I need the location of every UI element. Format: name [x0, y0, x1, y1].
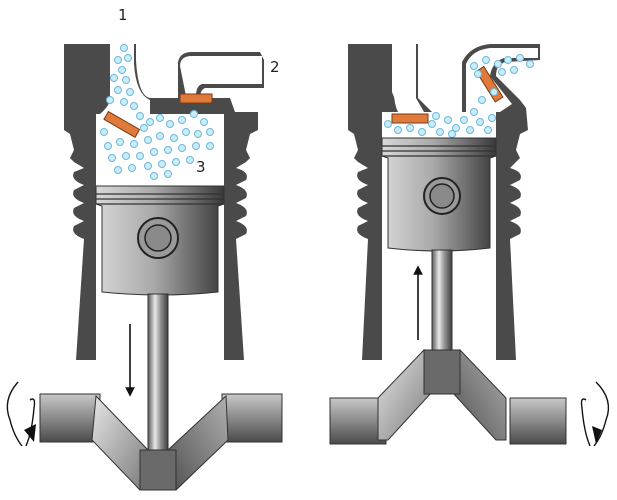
right-piston: [381, 137, 497, 252]
right-gas-bubbles: [384, 54, 534, 138]
label-3: 3: [196, 158, 206, 176]
left-connecting-rod: [147, 293, 169, 451]
left-intake-valve: [103, 110, 141, 139]
label-1: 1: [118, 6, 128, 24]
left-rotation-arrow: [6, 381, 23, 447]
left-gas-bubbles: [100, 44, 214, 180]
left-exhaust-port: [180, 56, 262, 96]
right-exhaust-port: [466, 48, 538, 112]
left-engine: [6, 44, 283, 491]
right-intake-valve: [391, 113, 429, 124]
right-connecting-rod: [431, 249, 453, 361]
left-piston: [95, 185, 225, 296]
left-exhaust-valve: [179, 93, 213, 104]
right-rotation-arrow: [593, 381, 610, 447]
right-intake-port: [394, 44, 424, 112]
right-crankshaft: [329, 348, 567, 445]
label-2: 2: [270, 58, 280, 76]
left-crankshaft: [39, 393, 283, 491]
right-engine: [329, 44, 610, 447]
